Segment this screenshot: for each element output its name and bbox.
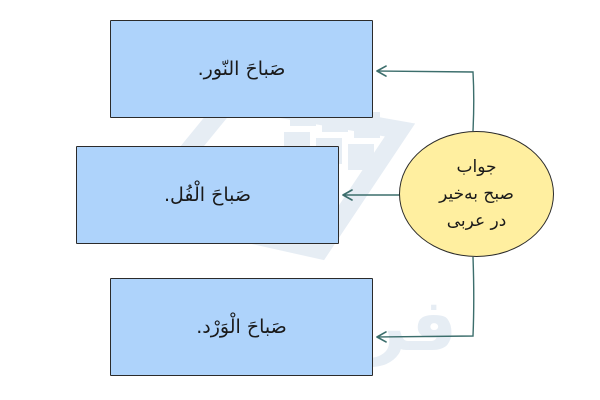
answer-text-3: صَباحَ الْوَرْد. [196,316,287,338]
center-line-1: جواب [456,156,497,177]
center-line-2: صبح به‌خیر [439,183,514,204]
arrow-to-box-1 [376,65,475,132]
answer-text-2: صَباحَ الْفُل. [163,184,252,206]
answer-text-1: صَباحَ النّور. [197,58,286,80]
answer-box-2: صَباحَ الْفُل. [76,146,339,244]
center-node: جواب صبح به‌خیر در عربی [399,131,554,257]
answer-box-1: صَباحَ النّور. [110,20,373,118]
center-line-3: در عربی [446,210,507,231]
arrow-to-box-3 [376,256,475,343]
answer-box-3: صَباحَ الْوَرْد. [110,278,373,376]
